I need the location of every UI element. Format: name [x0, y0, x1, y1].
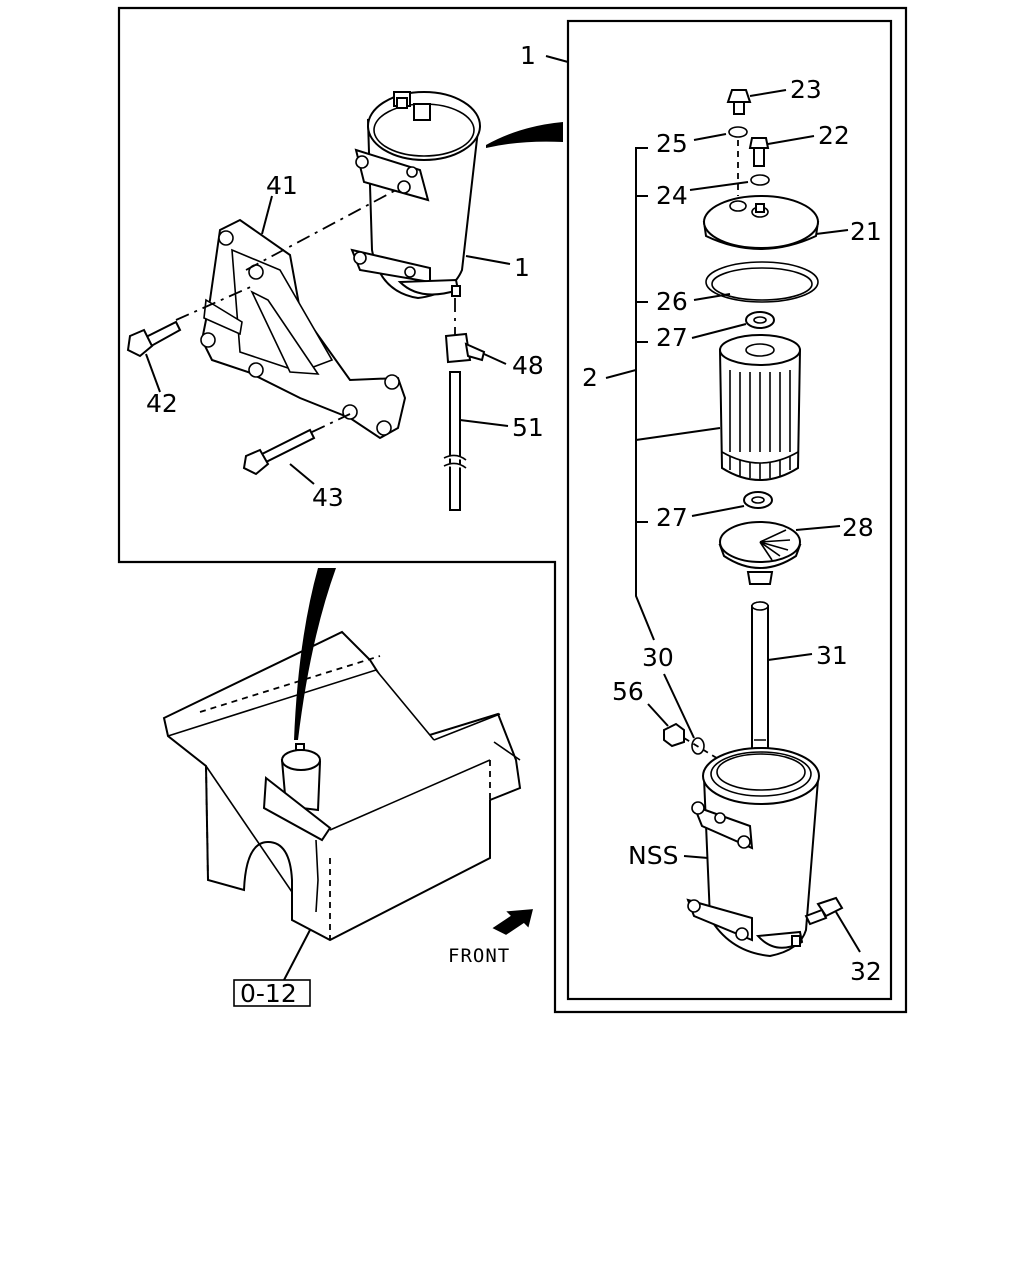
callout-41: 41 [266, 171, 298, 200]
outer-frame [117, 6, 908, 1014]
rod-31 [751, 601, 769, 757]
callout-42: 42 [146, 389, 178, 418]
washer-27-bottom [743, 491, 773, 509]
front-label: FRONT [448, 945, 510, 967]
callout-25: 25 [656, 129, 688, 158]
callout-23: 23 [790, 75, 822, 104]
ref-box-label: 0-12 [240, 979, 297, 1008]
callout-26: 26 [656, 287, 688, 316]
filter-element [718, 334, 802, 481]
callout-30: 30 [642, 643, 674, 672]
callout-28: 28 [842, 513, 874, 542]
callout-21: 21 [850, 217, 882, 246]
callout-1-side: 1 [514, 253, 530, 282]
callout-27-top: 27 [656, 323, 688, 352]
front-arrow-icon [492, 909, 533, 935]
callout-24: 24 [656, 181, 688, 210]
group-bracket-2 [635, 147, 655, 641]
callout-32: 32 [850, 957, 882, 986]
ref-box [233, 979, 311, 1007]
base-28 [718, 521, 802, 585]
washer-24 [750, 174, 770, 186]
callout-2: 2 [582, 363, 598, 392]
bolt-32 [804, 896, 844, 926]
bolt-43 [242, 428, 316, 476]
detail-frame [566, 19, 893, 1001]
bolt-23 [726, 89, 752, 115]
callout-51: 51 [512, 413, 544, 442]
washer-25 [728, 126, 748, 138]
callout-48: 48 [512, 351, 544, 380]
nut-56 [663, 722, 685, 748]
bolt-42 [126, 320, 182, 358]
pipe-51 [443, 371, 467, 511]
leader-wedge-top [486, 122, 563, 148]
clip-48 [444, 332, 486, 364]
callout-31: 31 [816, 641, 848, 670]
callout-56: 56 [612, 677, 644, 706]
callout-27-bottom: 27 [656, 503, 688, 532]
cover-21 [702, 195, 820, 250]
washer-27-top [745, 311, 775, 329]
callout-nss: NSS [628, 841, 678, 870]
filter-housing-1 [350, 91, 481, 300]
engine-filter-mini [262, 743, 332, 913]
leader-wedge-bottom [294, 568, 336, 740]
engine-outline [162, 630, 522, 942]
housing-nss [686, 747, 820, 958]
callout-1-top: 1 [520, 41, 536, 70]
callout-43: 43 [312, 483, 344, 512]
bolt-22 [748, 137, 770, 167]
callout-22: 22 [818, 121, 850, 150]
bracket-41 [200, 218, 407, 440]
o-ring-26 [705, 261, 819, 303]
